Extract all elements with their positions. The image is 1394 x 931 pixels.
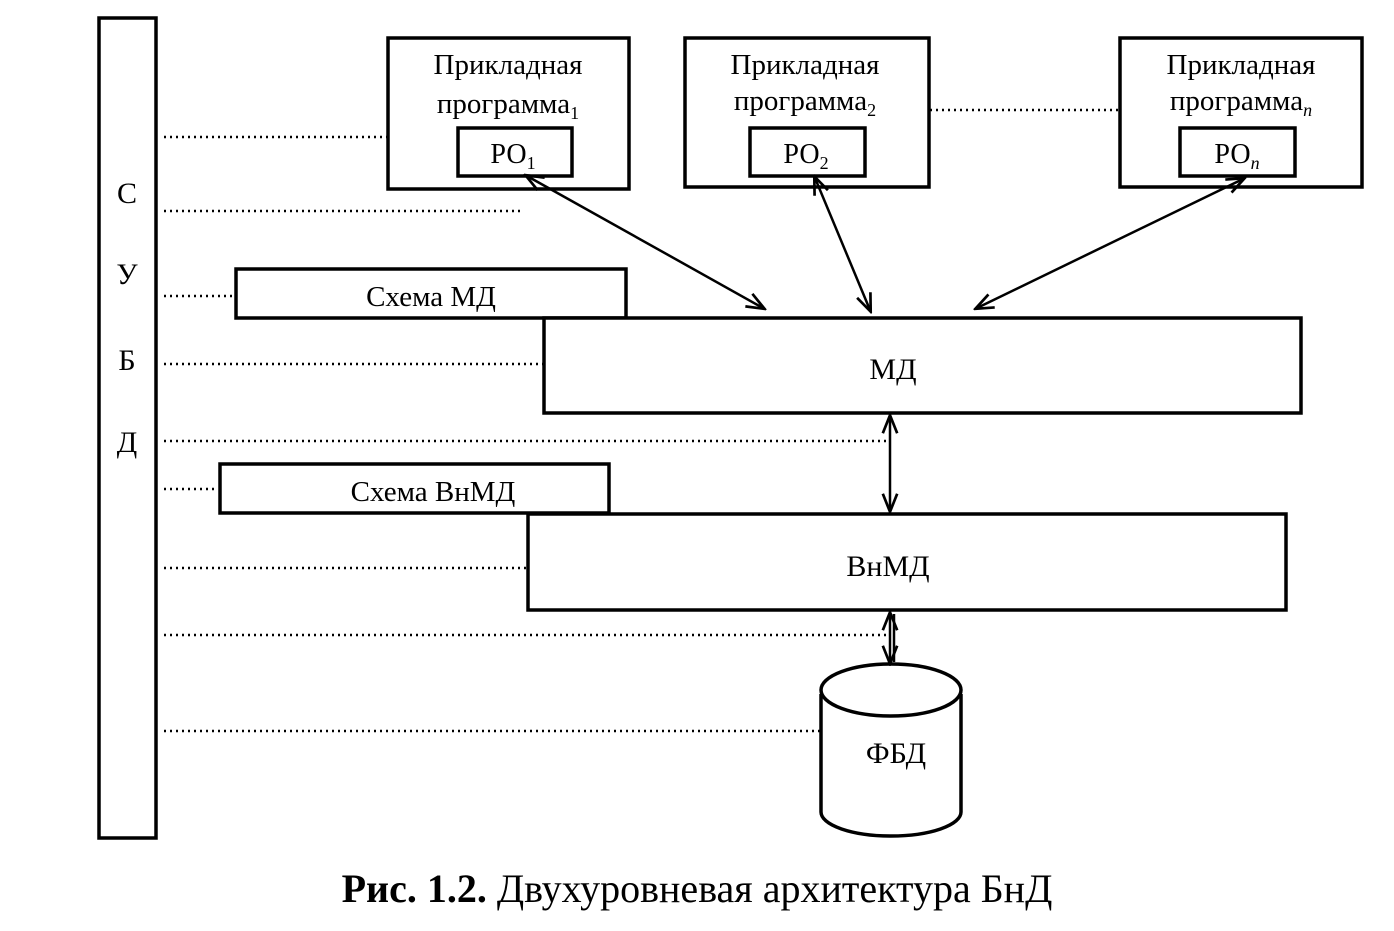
app-1-title: Прикладная — [434, 49, 583, 81]
dbms-letter-1: С — [117, 177, 137, 210]
schema-vnmd-box — [218, 462, 611, 515]
caption-number: Рис. 1.2. — [341, 866, 487, 911]
caption-text: Двухуровневая архитектура БнД — [486, 866, 1053, 911]
vnmd-label: ВнМД — [846, 550, 929, 583]
arrow-po2-md — [815, 178, 870, 310]
figure-caption: Рис. 1.2. Двухуровневая архитектура БнД — [0, 865, 1394, 912]
fbd-cylinder: ФБД — [819, 662, 963, 838]
app-2-subtitle: программа2 — [734, 85, 876, 120]
app-1-subtitle: программа1 — [437, 88, 579, 123]
dbms-letter-2: У — [116, 258, 138, 291]
vnmd-box — [526, 512, 1288, 612]
app-n-title: Прикладная — [1167, 49, 1316, 81]
po-1-subscript: 1 — [527, 153, 536, 173]
app-1-subscript: 1 — [570, 103, 579, 123]
po-1-box — [456, 126, 574, 178]
po-n-subscript: n — [1251, 153, 1260, 173]
arrow-po1-md — [527, 176, 763, 308]
app-program-2: Прикладная программа2 РО2 — [683, 36, 931, 189]
po-n-box — [1178, 126, 1297, 178]
po-n-label: РОn — [1214, 139, 1259, 173]
app-program-n: Прикладная программаn РОn — [1118, 36, 1364, 189]
po-1-label: РО1 — [490, 139, 535, 173]
app-n-subtitle: программаn — [1170, 85, 1312, 120]
po-2-label: РО2 — [783, 139, 828, 173]
app-program-1: Прикладная программа1 РО1 — [386, 36, 631, 191]
md-label: МД — [869, 353, 916, 386]
po-2-subscript: 2 — [820, 153, 829, 173]
arrow-pon-md — [977, 179, 1243, 308]
app-n-subscript: n — [1303, 100, 1312, 120]
schema-md-label: Схема МД — [366, 281, 496, 313]
dbms-bar — [97, 16, 158, 840]
fbd-label: ФБД — [866, 737, 926, 770]
dbms-letter-4: Д — [117, 426, 137, 459]
app-2-subscript: 2 — [867, 100, 876, 120]
md-box — [542, 316, 1303, 415]
dbms-letter-3: Б — [118, 344, 135, 377]
po-2-box — [748, 126, 867, 178]
app-2-title: Прикладная — [731, 49, 880, 81]
schema-vnmd-label: Схема ВнМД — [351, 476, 516, 508]
